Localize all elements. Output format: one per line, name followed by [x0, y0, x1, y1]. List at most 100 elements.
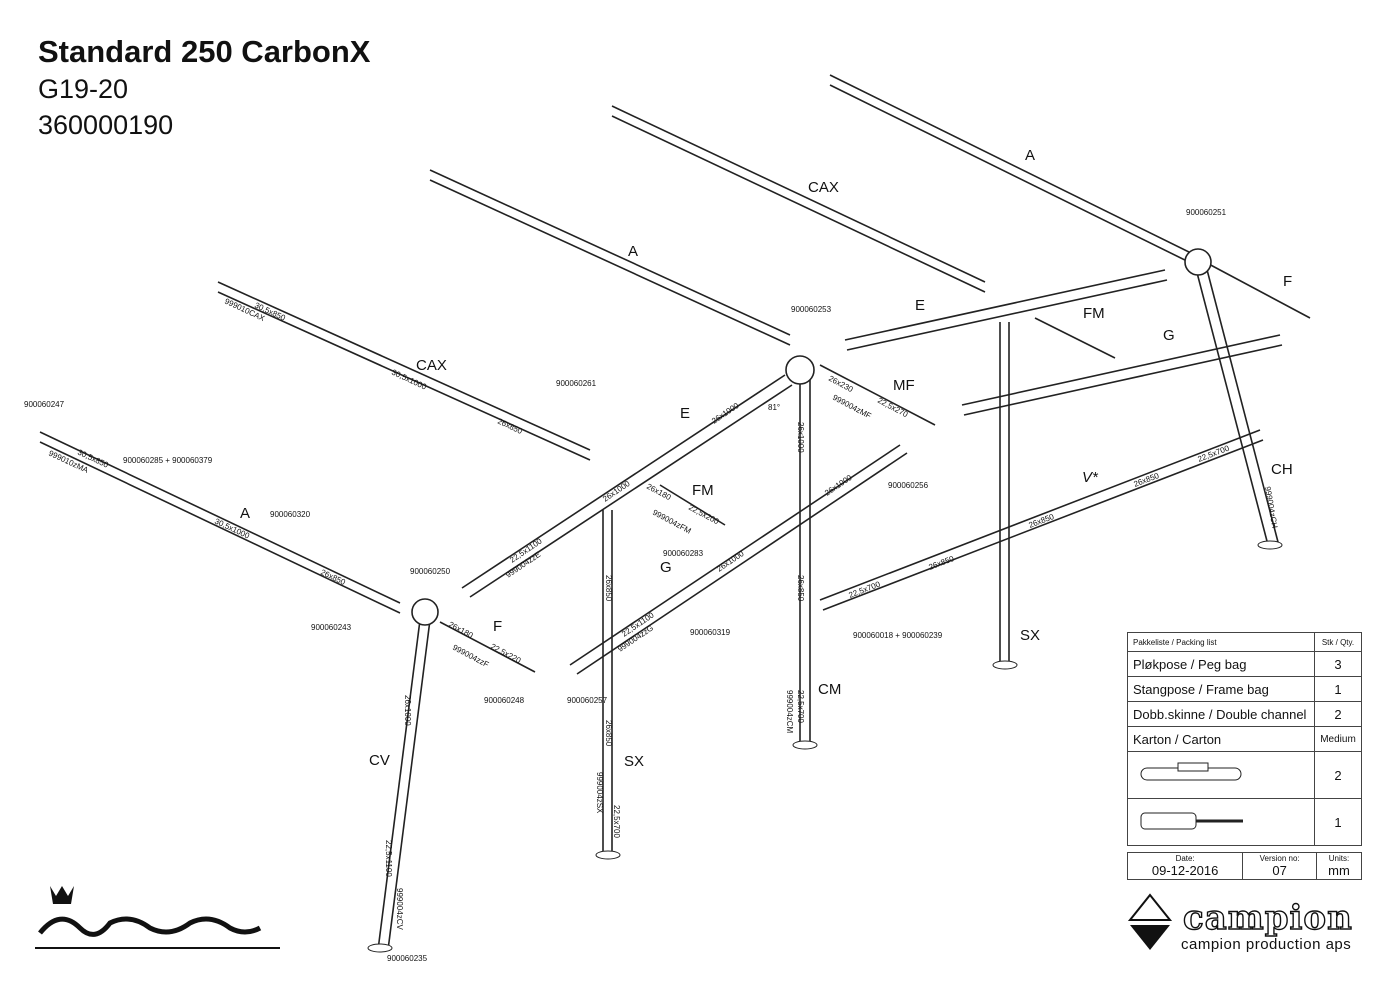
code-mf: 999004zMF: [831, 393, 873, 421]
roof-pole-a-back: [829, 74, 1196, 256]
label-sx-back: SX: [1020, 627, 1040, 644]
packing-qty: 1: [1314, 798, 1362, 846]
label-fm-front: FM: [692, 482, 714, 499]
eave-pole-e-front-edge: [469, 384, 793, 598]
packing-qty: 3: [1314, 651, 1362, 677]
roof-pole-cax-middle: [217, 281, 591, 451]
code-ch: 999004zCH: [1263, 486, 1279, 529]
units-cell: Units:mm: [1316, 852, 1362, 880]
packing-item: Stangpose / Frame bag: [1127, 676, 1315, 702]
campion-wordmark: campion: [1182, 897, 1353, 938]
part-900060018: 900060018 + 900060239: [853, 631, 943, 640]
packing-item: Dobb.skinne / Double channel: [1127, 701, 1315, 727]
part-900060256: 900060256: [888, 481, 929, 490]
foot-plate-cm: [792, 740, 818, 750]
label-cm: CM: [818, 681, 841, 698]
part-900060235: 900060235: [387, 954, 428, 963]
dim-cv-2: 22,5x1100: [384, 840, 393, 877]
short-pole-f-front: [439, 621, 536, 673]
packing-list-table: Pakkeliste / Packing list Stk / Qty. Plø…: [1127, 632, 1362, 846]
packing-row: Pløkpose / Peg bag 3: [1127, 651, 1362, 677]
packing-row: 2: [1127, 751, 1362, 799]
code-f: 999004zzF: [451, 643, 490, 670]
short-pole-fm-front: [659, 484, 726, 526]
dim-sx-1: 26x850: [604, 575, 613, 602]
tension-pole-g-back-edge: [963, 344, 1283, 416]
eave-pole-e-back-edge: [846, 279, 1168, 351]
dim-g-1: 26x1000: [715, 549, 746, 574]
corner-joint-front: [411, 598, 439, 626]
pole-lines: [39, 74, 1311, 951]
label-ch: CH: [1271, 461, 1293, 478]
tension-pole-v-edge: [822, 439, 1264, 611]
packing-qty: Medium: [1314, 726, 1362, 752]
packing-item: Karton / Carton: [1127, 726, 1315, 752]
label-sx-front: SX: [624, 753, 644, 770]
part-900060283: 900060283: [663, 549, 704, 558]
roof-pole-cax-top: [611, 105, 986, 283]
dim-f-1: 26x180: [447, 620, 475, 641]
part-900060248: 900060248: [484, 696, 525, 705]
tension-pole-g-front-edge: [576, 452, 908, 675]
label-f-front: F: [493, 618, 502, 635]
leg-pole-cv: [377, 619, 421, 951]
code-sx: 999004zSX: [595, 772, 604, 814]
diagram-title: Standard 250 CarbonX: [38, 34, 371, 69]
dim-cm-3: 22,5x700: [796, 690, 805, 723]
label-a-back: A: [1025, 147, 1035, 164]
part-900060243: 900060243: [311, 623, 352, 632]
screwdriver-icon: [1127, 798, 1315, 846]
packing-list-header: Pakkeliste / Packing list: [1127, 632, 1315, 652]
item-number: 360000190: [38, 110, 174, 140]
foot-plate-sx-front: [595, 850, 621, 860]
packing-row: Karton / Carton Medium: [1127, 726, 1362, 752]
packing-qty: 2: [1314, 751, 1362, 799]
label-cv: CV: [369, 752, 390, 769]
short-pole-f-back: [1204, 261, 1311, 319]
dim-f-2: 22,5x220: [489, 642, 523, 666]
roof-pole-a-middle-edge: [429, 179, 791, 346]
packing-row: 1: [1127, 798, 1362, 846]
pole-tool-icon: [1127, 751, 1315, 799]
date-cell: Date:09-12-2016: [1126, 852, 1244, 880]
corner-joint-middle: [785, 355, 815, 385]
packing-qty-header: Stk / Qty.: [1314, 632, 1362, 652]
part-900060257: 900060257: [567, 696, 608, 705]
packing-item: Pløkpose / Peg bag: [1127, 651, 1315, 677]
version-table: Date:09-12-2016 Version no:07 Units:mm: [1126, 852, 1362, 880]
packing-qty: 2: [1314, 701, 1362, 727]
leg-pole-ch: [1194, 264, 1269, 546]
dim-sx-2: 26x850: [604, 720, 613, 747]
label-e-front: E: [680, 405, 690, 422]
label-cax-top: CAX: [808, 179, 839, 196]
label-f-back: F: [1283, 273, 1292, 290]
label-a-front: A: [240, 505, 250, 522]
dim-cm-1: 26x1000: [796, 422, 805, 453]
roof-pole-a-back-edge: [829, 84, 1196, 266]
part-900060251: 900060251: [1186, 208, 1227, 217]
roof-pole-cax-top-edge: [611, 115, 986, 293]
part-900060285: 900060285 + 900060379: [123, 456, 213, 465]
tension-pole-g-front: [569, 444, 901, 666]
foot-plate-cv: [367, 943, 393, 953]
code-cm: 999004zCM: [785, 690, 794, 733]
model-code: G19-20: [38, 74, 129, 104]
part-900060261: 900060261: [556, 379, 597, 388]
dim-mf-1: 26x230: [827, 374, 855, 395]
dim-cm-2: 26x850: [796, 575, 805, 602]
dim-fm-1: 26x180: [645, 482, 673, 503]
dim-sx-3: 22,5x700: [612, 805, 621, 838]
roof-pole-a-front-edge: [39, 441, 401, 614]
label-g-front: G: [660, 559, 672, 576]
part-900060253: 900060253: [791, 305, 832, 314]
label-g-back: G: [1163, 327, 1175, 344]
part-900060320: 900060320: [270, 510, 311, 519]
dim-g-3: 26x1000: [823, 473, 854, 498]
angle-label: 81°: [768, 403, 780, 412]
label-cax-middle: CAX: [416, 357, 447, 374]
leg-pole-ch-edge: [1204, 261, 1279, 543]
label-a-middle: A: [628, 243, 638, 260]
part-900060247: 900060247: [24, 400, 65, 409]
dim-cax-3: 26x850: [496, 417, 524, 436]
